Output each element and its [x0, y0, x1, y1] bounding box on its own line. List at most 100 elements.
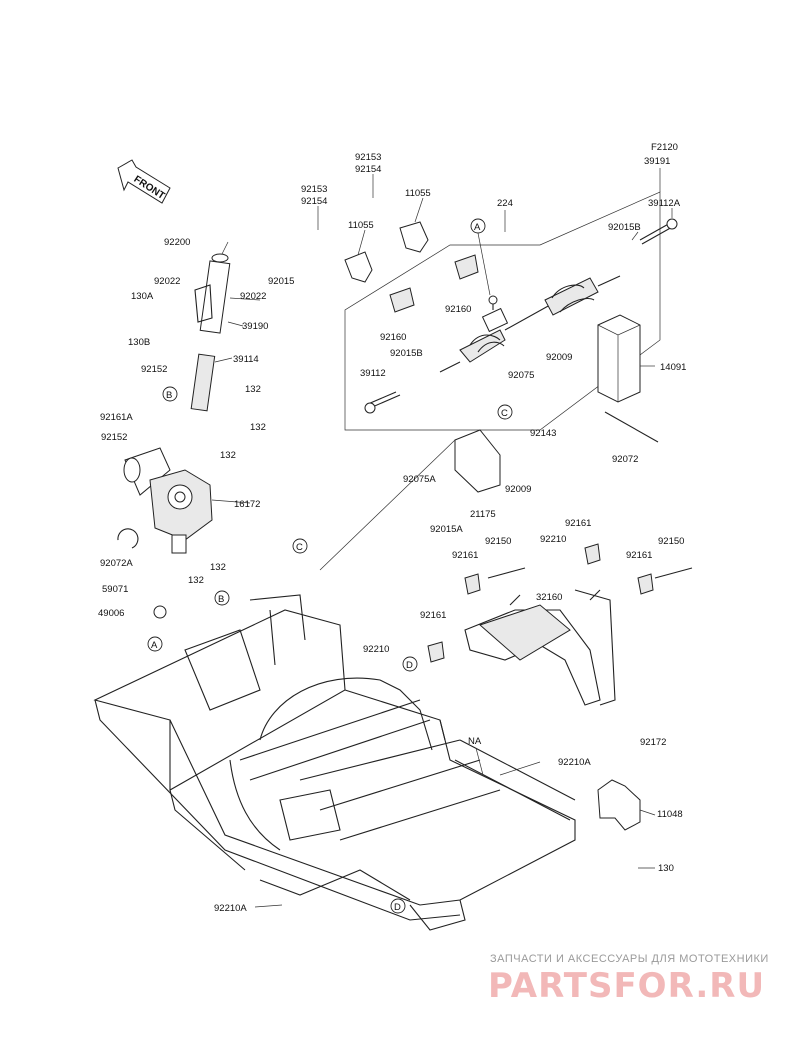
callout-92015: 92015 — [268, 276, 294, 287]
callout-92172: 92172 — [640, 737, 666, 748]
callout-39190: 39190 — [242, 321, 268, 332]
callout-92153-b: 92153 — [301, 184, 327, 195]
callout-92161-a: 92161 — [565, 518, 591, 529]
steering-column — [190, 253, 231, 412]
callout-21175: 21175 — [470, 509, 496, 520]
bushing-92161-a — [464, 573, 481, 595]
callout-132-e: 132 — [188, 575, 204, 586]
callout-92152-b: 92152 — [101, 432, 127, 443]
callout-92154-b: 92154 — [301, 196, 327, 207]
callout-92022-b: 92022 — [240, 291, 266, 302]
tie-rod-end-left — [364, 391, 401, 414]
callout-59071: 59071 — [102, 584, 128, 595]
callout-92161-b: 92161 — [452, 550, 478, 561]
callout-92210-a: 92210 — [540, 534, 566, 545]
callout-11048: 11048 — [657, 809, 683, 820]
callout-11055-a: 11055 — [348, 220, 374, 231]
ref-marker-d-top: D — [402, 656, 418, 672]
callout-11055-b: 11055 — [405, 188, 431, 199]
svg-text:D: D — [406, 660, 413, 671]
callout-130: 130 — [658, 863, 674, 874]
callout-92143: 92143 — [530, 428, 556, 439]
rack-group-outline — [344, 191, 661, 431]
callout-132-a: 132 — [245, 384, 261, 395]
front-arrow-icon: FRONT — [117, 159, 171, 204]
ref-marker-c-top: C — [497, 404, 513, 420]
watermark-brand: PARTSFOR.RU — [488, 966, 765, 1006]
ref-marker-b-frame: B — [214, 590, 230, 606]
svg-text:C: C — [296, 542, 303, 553]
bolt-92150-b — [654, 567, 693, 579]
svg-text:D: D — [394, 902, 401, 913]
ref-marker-a-bottom: A — [147, 636, 163, 652]
callout-92072: 92072 — [612, 454, 638, 465]
callout-92154-a: 92154 — [355, 164, 381, 175]
callout-92022-a: 92022 — [154, 276, 180, 287]
callout-132-c: 132 — [220, 450, 236, 461]
callout-130b: 130B — [128, 337, 150, 348]
callout-92015b-b: 92015B — [390, 348, 423, 359]
callout-92210a-a: 92210A — [558, 757, 591, 768]
clamp-bracket-a — [344, 251, 373, 283]
callout-92015a: 92015A — [430, 524, 463, 535]
callout-f2120: F2120 — [651, 142, 678, 153]
svg-text:B: B — [218, 594, 224, 605]
callout-49006: 49006 — [98, 608, 124, 619]
leader-lines — [211, 168, 673, 908]
bolt-92150-a — [487, 567, 526, 579]
callout-132-b: 132 — [250, 422, 266, 433]
callout-92075: 92075 — [508, 370, 534, 381]
box-14091 — [597, 314, 641, 403]
callout-14091: 14091 — [660, 362, 686, 373]
bracket-11048 — [597, 779, 641, 831]
ref-marker-a-top: A — [470, 218, 486, 234]
svg-text:B: B — [166, 390, 172, 401]
bushing-92161-c — [637, 573, 654, 595]
watermark-tagline: ЗАПЧАСТИ И АКСЕССУАРЫ ДЛЯ МОТОТЕХНИКИ — [490, 953, 769, 965]
callout-labels: F2120 39191 92153 92154 92153 92154 1105… — [98, 142, 686, 914]
bushing-92161-d — [427, 641, 445, 663]
callout-92009-a: 92009 — [546, 352, 572, 363]
callout-130a: 130A — [131, 291, 154, 302]
callout-32160: 32160 — [536, 592, 562, 603]
callout-132-d: 132 — [210, 562, 226, 573]
callout-92072a: 92072A — [100, 558, 133, 569]
ref-marker-c-frame: C — [292, 538, 308, 554]
callout-92152-a: 92152 — [141, 364, 167, 375]
module-21175 — [454, 429, 501, 493]
svg-text:A: A — [151, 640, 158, 651]
eps-unit-16172 — [123, 447, 213, 554]
callout-92160-b: 92160 — [445, 304, 471, 315]
rod-92072 — [604, 411, 659, 443]
callout-92009-b: 92009 — [505, 484, 531, 495]
callout-92161-c: 92161 — [626, 550, 652, 561]
callout-92210-b: 92210 — [363, 644, 389, 655]
bushing-92160-b — [454, 254, 479, 280]
callout-92210a-b: 92210A — [214, 903, 247, 914]
circlip-92072a — [117, 528, 139, 549]
vehicle-frame — [93, 594, 576, 931]
callout-224: 224 — [497, 198, 513, 209]
callout-92153-a: 92153 — [355, 152, 381, 163]
bushing-92160-a — [389, 287, 415, 313]
bushing-92161-b — [584, 543, 601, 565]
callout-na: NA — [468, 736, 482, 747]
callout-92150-b: 92150 — [658, 536, 684, 547]
watermark: ЗАПЧАСТИ И АКСЕССУАРЫ ДЛЯ МОТОТЕХНИКИ PA… — [488, 953, 769, 1006]
callout-39114: 39114 — [233, 354, 259, 365]
callout-39191: 39191 — [644, 156, 670, 167]
svg-text:C: C — [501, 408, 508, 419]
svg-text:A: A — [474, 222, 481, 233]
steering-rack — [439, 275, 621, 373]
callout-92015b-a: 92015B — [608, 222, 641, 233]
ref-marker-d-bottom: D — [390, 898, 406, 914]
suspension-arm-32160 — [464, 589, 616, 706]
callout-92150-a: 92150 — [485, 536, 511, 547]
callout-92075a: 92075A — [403, 474, 436, 485]
ref-marker-b-left: B — [162, 386, 178, 402]
washer-49006 — [153, 605, 167, 619]
callout-92161a: 92161A — [100, 412, 133, 423]
callout-92160-a: 92160 — [380, 332, 406, 343]
callout-16172: 16172 — [234, 499, 260, 510]
